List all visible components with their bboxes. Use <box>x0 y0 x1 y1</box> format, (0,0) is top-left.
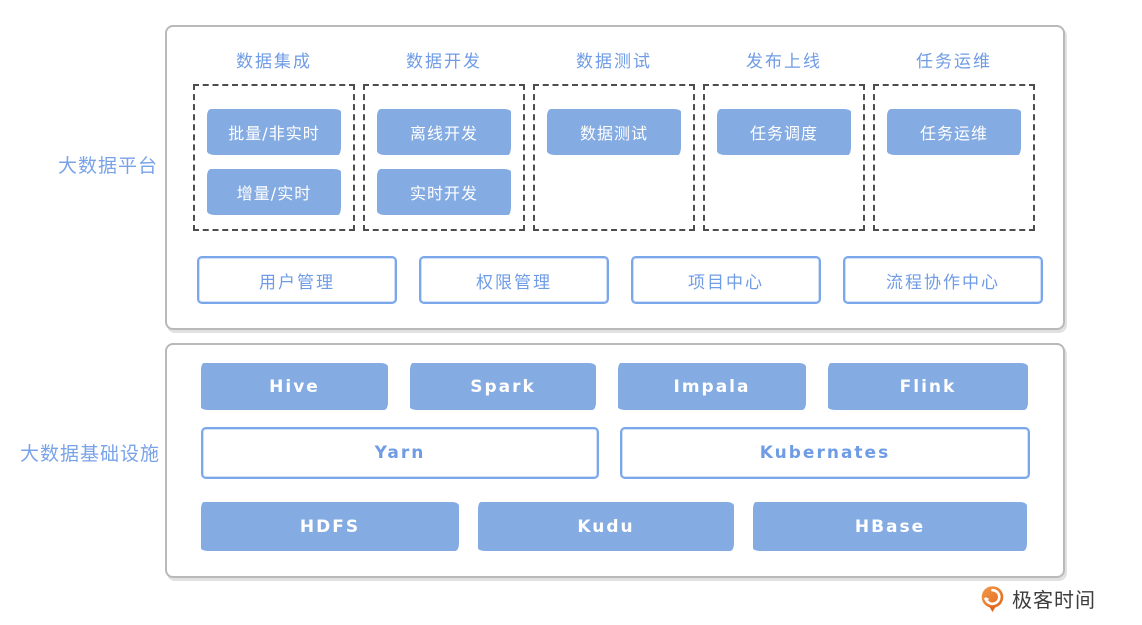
column-data-integration: 批量/非实时 增量/实时 <box>193 84 355 231</box>
platform-column-headers: 数据集成 数据开发 数据测试 发布上线 任务运维 <box>167 27 1063 84</box>
platform-panel: 数据集成 数据开发 数据测试 发布上线 任务运维 批量/非实时 增量/实时 离线… <box>165 25 1065 330</box>
module-incremental-realtime: 增量/实时 <box>207 169 341 215</box>
service-workflow-collaboration-center: 流程协作中心 <box>843 256 1043 304</box>
column-header-task-ops: 任务运维 <box>916 52 992 72</box>
component-hive: Hive <box>201 363 388 410</box>
component-flink: Flink <box>828 363 1028 410</box>
column-data-testing: 数据测试 <box>533 84 695 231</box>
column-header-data-integration: 数据集成 <box>236 52 312 72</box>
column-data-development: 离线开发 实时开发 <box>363 84 525 231</box>
infrastructure-row-resource-managers: Yarn Kubernates <box>201 427 1063 479</box>
module-batch-non-realtime: 批量/非实时 <box>207 109 341 155</box>
service-user-management: 用户管理 <box>197 256 397 304</box>
module-task-scheduling: 任务调度 <box>717 109 851 155</box>
platform-section-label: 大数据平台 <box>57 155 158 177</box>
platform-services-row: 用户管理 权限管理 项目中心 流程协作中心 <box>167 256 1063 304</box>
column-header-release: 发布上线 <box>746 52 822 72</box>
module-task-ops: 任务运维 <box>887 109 1021 155</box>
column-header-data-development: 数据开发 <box>406 52 482 72</box>
component-kubernates: Kubernates <box>620 427 1030 479</box>
component-hdfs: HDFS <box>201 502 459 551</box>
component-spark: Spark <box>410 363 596 410</box>
module-realtime-dev: 实时开发 <box>377 169 511 215</box>
infrastructure-row-storage: HDFS Kudu HBase <box>201 502 1063 551</box>
component-hbase: HBase <box>753 502 1027 551</box>
infrastructure-panel: Hive Spark Impala Flink Yarn Kubernates … <box>165 343 1065 578</box>
component-impala: Impala <box>618 363 806 410</box>
column-header-data-testing: 数据测试 <box>576 52 652 72</box>
geektime-watermark: 极客时间 <box>980 584 1096 613</box>
platform-columns: 批量/非实时 增量/实时 离线开发 实时开发 数据测试 任务调度 任务运维 <box>167 84 1063 231</box>
component-kudu: Kudu <box>478 502 734 551</box>
component-yarn: Yarn <box>201 427 599 479</box>
column-release: 任务调度 <box>703 84 865 231</box>
geektime-logo-text: 极客时间 <box>1012 588 1096 612</box>
service-permission-management: 权限管理 <box>419 256 609 304</box>
module-data-testing: 数据测试 <box>547 109 681 155</box>
column-task-ops: 任务运维 <box>873 84 1035 231</box>
geektime-logo-icon <box>980 585 1005 613</box>
infrastructure-section-label: 大数据基础设施 <box>19 443 160 465</box>
service-project-center: 项目中心 <box>631 256 821 304</box>
module-offline-dev: 离线开发 <box>377 109 511 155</box>
infrastructure-row-compute-engines: Hive Spark Impala Flink <box>201 363 1063 410</box>
